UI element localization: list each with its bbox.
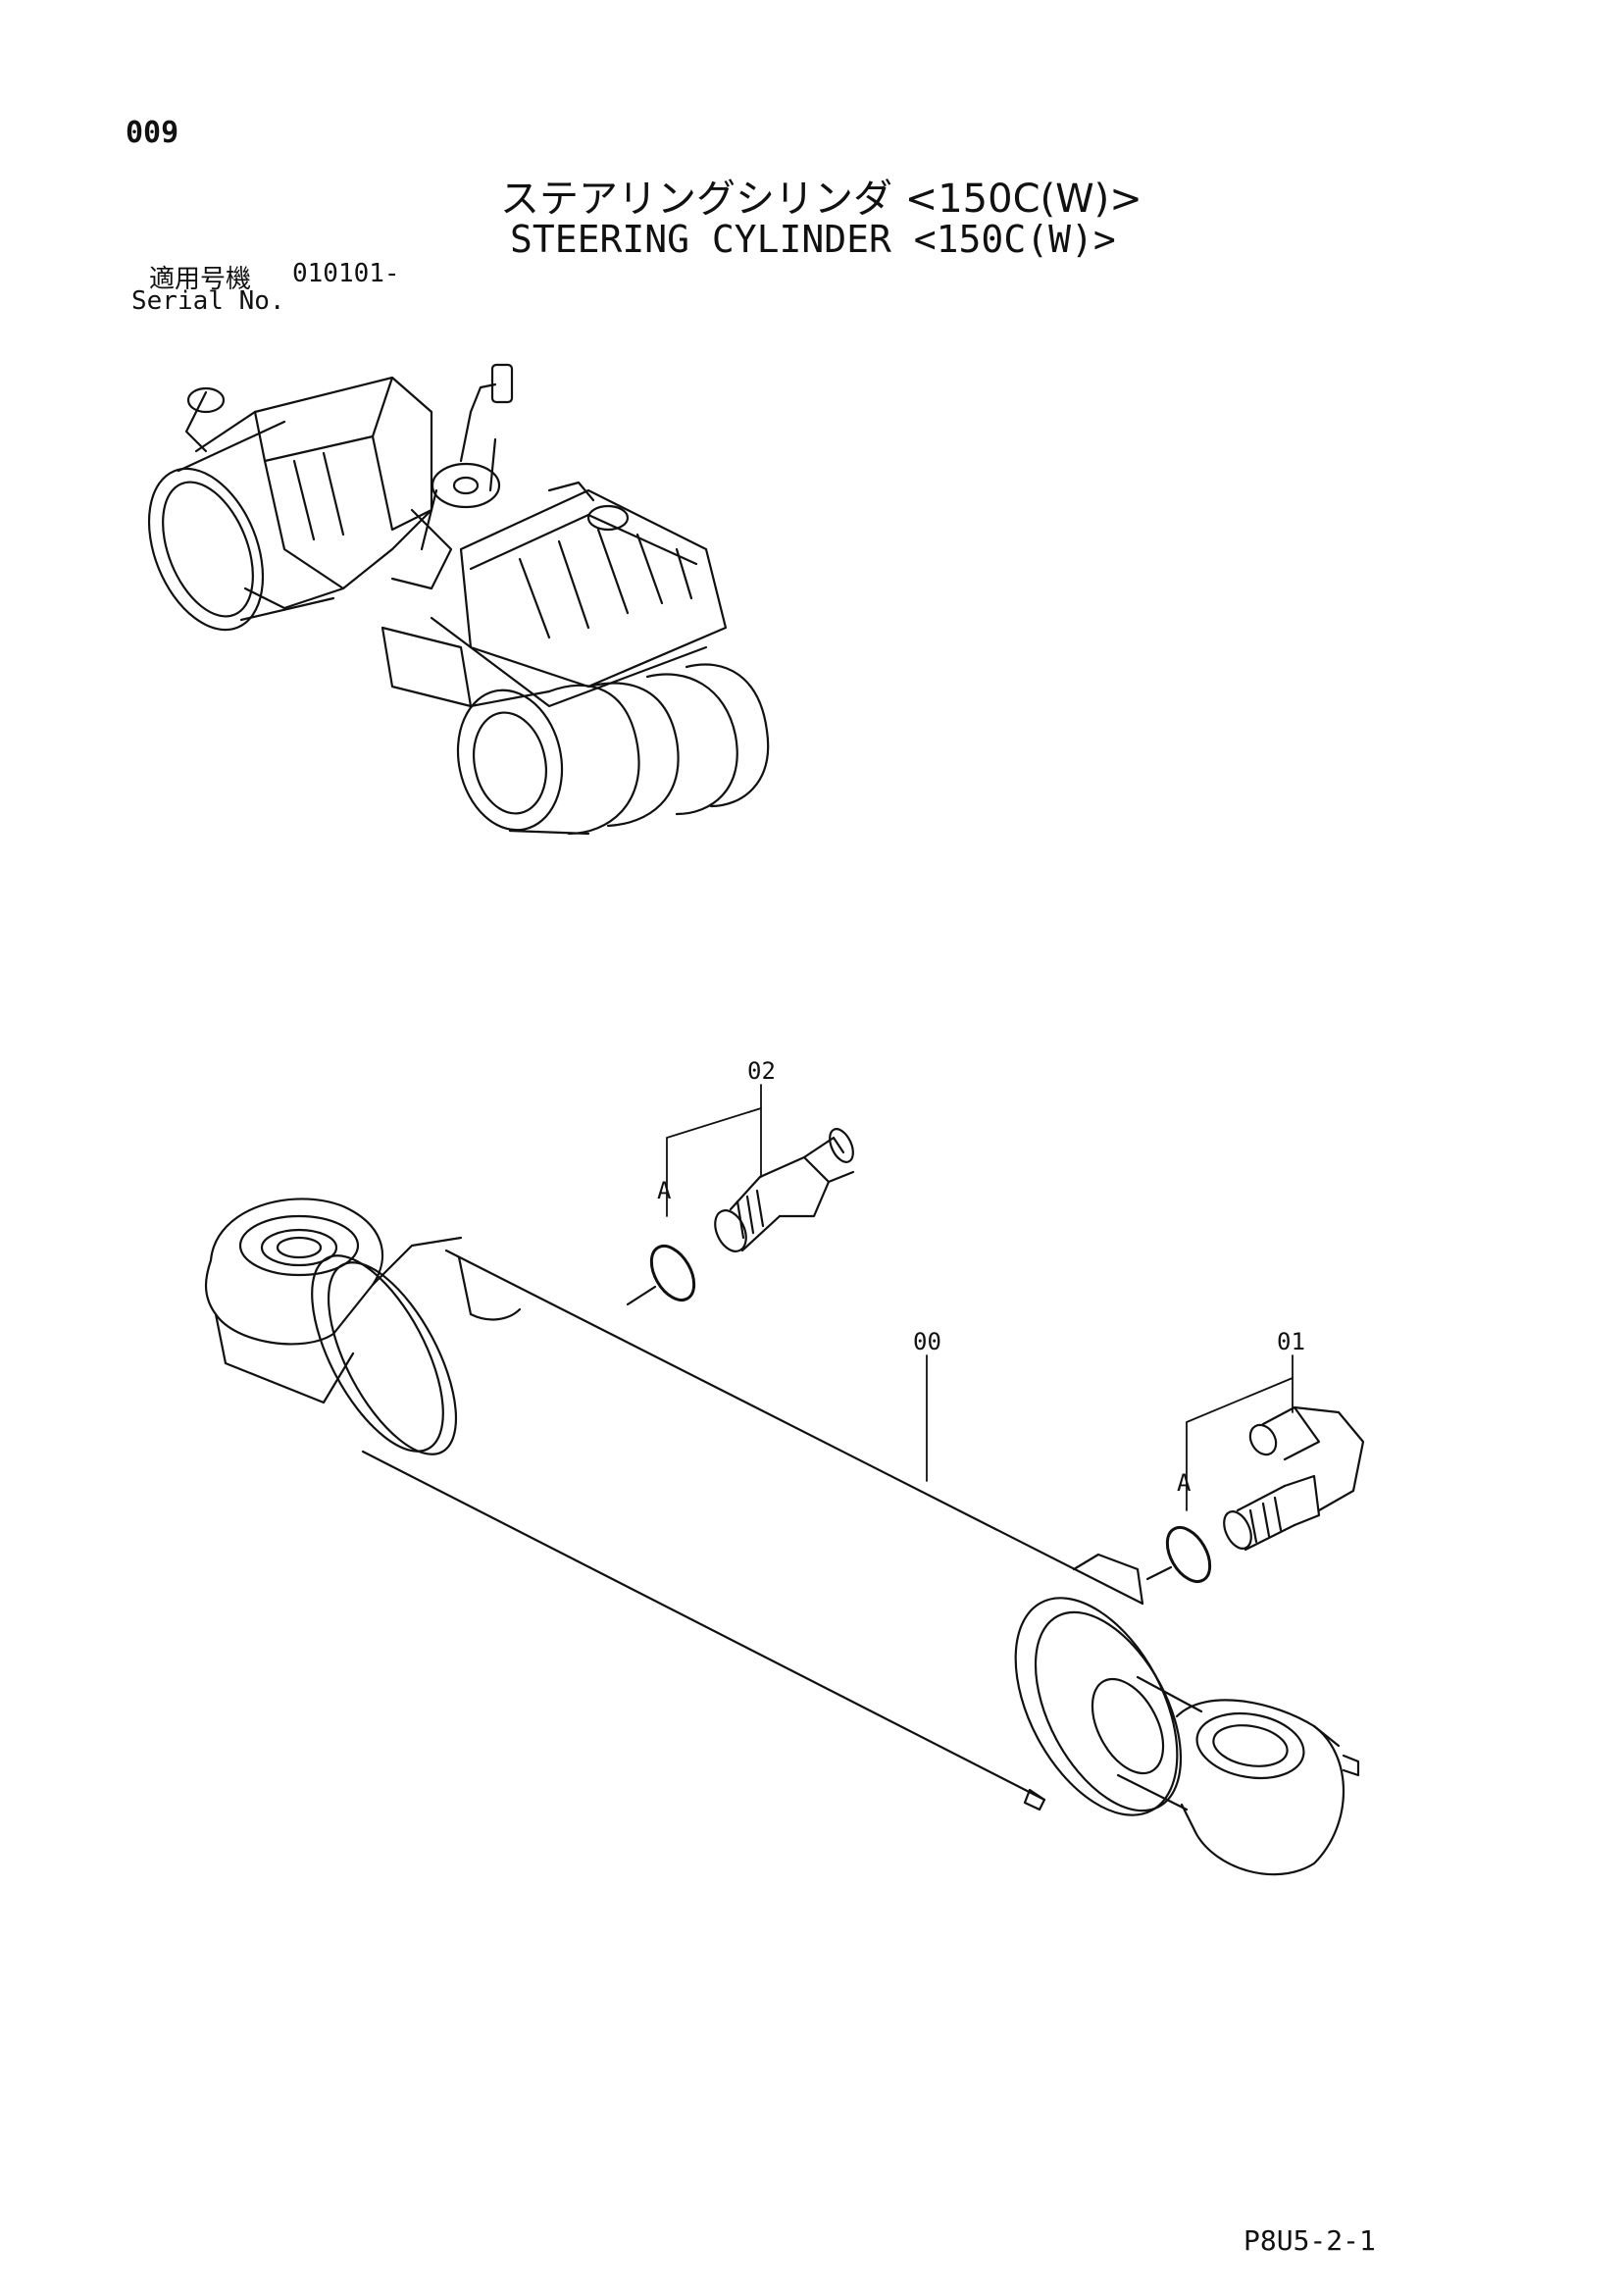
part-label-01: 01 — [1277, 1328, 1305, 1355]
part-label-02: 02 — [747, 1057, 776, 1085]
serial-label-english: Serial No. — [131, 286, 285, 316]
title-japanese: ステアリングシリンダ <150C(W)> — [500, 177, 1142, 222]
ref-label-a-01: A — [1177, 1469, 1192, 1497]
serial-range: 010101- — [292, 259, 400, 288]
serial-label-japanese: 適用号機 — [149, 265, 252, 294]
fitting-02 — [626, 1128, 855, 1306]
steering-cylinder — [204, 1198, 1360, 1876]
title-english: STEERING CYLINDER <150C(W)> — [510, 218, 1116, 261]
roller-machine-illustration — [147, 363, 770, 836]
leader-lines — [666, 1084, 1294, 1511]
part-label-00: 00 — [913, 1328, 941, 1355]
ref-label-a-02: A — [657, 1177, 672, 1204]
fitting-01 — [1145, 1405, 1365, 1583]
page-number: 009 — [126, 116, 179, 150]
page-code: P8U5-2-1 — [1243, 2224, 1376, 2257]
